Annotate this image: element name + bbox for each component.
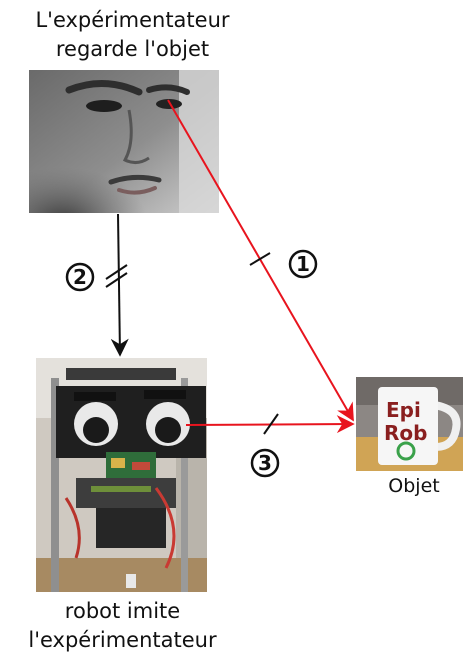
imitation-arrow xyxy=(110,213,129,357)
face-illustration xyxy=(29,70,219,213)
robot-caption-line1: robot imite xyxy=(64,599,181,623)
imitation-arrow-tick-2 xyxy=(105,272,128,288)
object-mug-photo: Epi Rob xyxy=(356,377,463,471)
robot-caption: robot imite l'expérimentateur xyxy=(0,597,245,655)
robot-caption-line2: l'expérimentateur xyxy=(28,628,217,652)
experimenter-caption-line2: regarde l'objet xyxy=(55,37,210,61)
step-1-marker: 1 xyxy=(288,249,318,279)
object-caption: Objet xyxy=(388,475,440,497)
robot-gaze-arrow-tick xyxy=(263,413,279,435)
experimenter-caption: L'expérimentateur regarde l'objet xyxy=(0,6,265,64)
step-3-number: 3 xyxy=(258,451,272,475)
experimenter-caption-line1: L'expérimentateur xyxy=(35,8,230,32)
step-2-marker: 2 xyxy=(65,262,95,292)
mug-illustration: Epi Rob xyxy=(356,377,463,471)
robot-illustration xyxy=(36,358,207,592)
mug-logo-line1: Epi xyxy=(386,398,421,422)
imitation-arrow-tick-1 xyxy=(105,264,128,280)
robot-photo xyxy=(36,358,207,592)
step-1-number: 1 xyxy=(296,252,310,276)
step-3-marker: 3 xyxy=(250,448,280,478)
experimenter-face-photo xyxy=(29,70,219,213)
mug-logo-ring xyxy=(396,441,416,461)
gaze-arrow-tick xyxy=(249,252,271,266)
gaze-arrow xyxy=(167,99,354,422)
mug-logo-line2: Rob xyxy=(384,421,427,445)
step-2-number: 2 xyxy=(73,265,87,289)
